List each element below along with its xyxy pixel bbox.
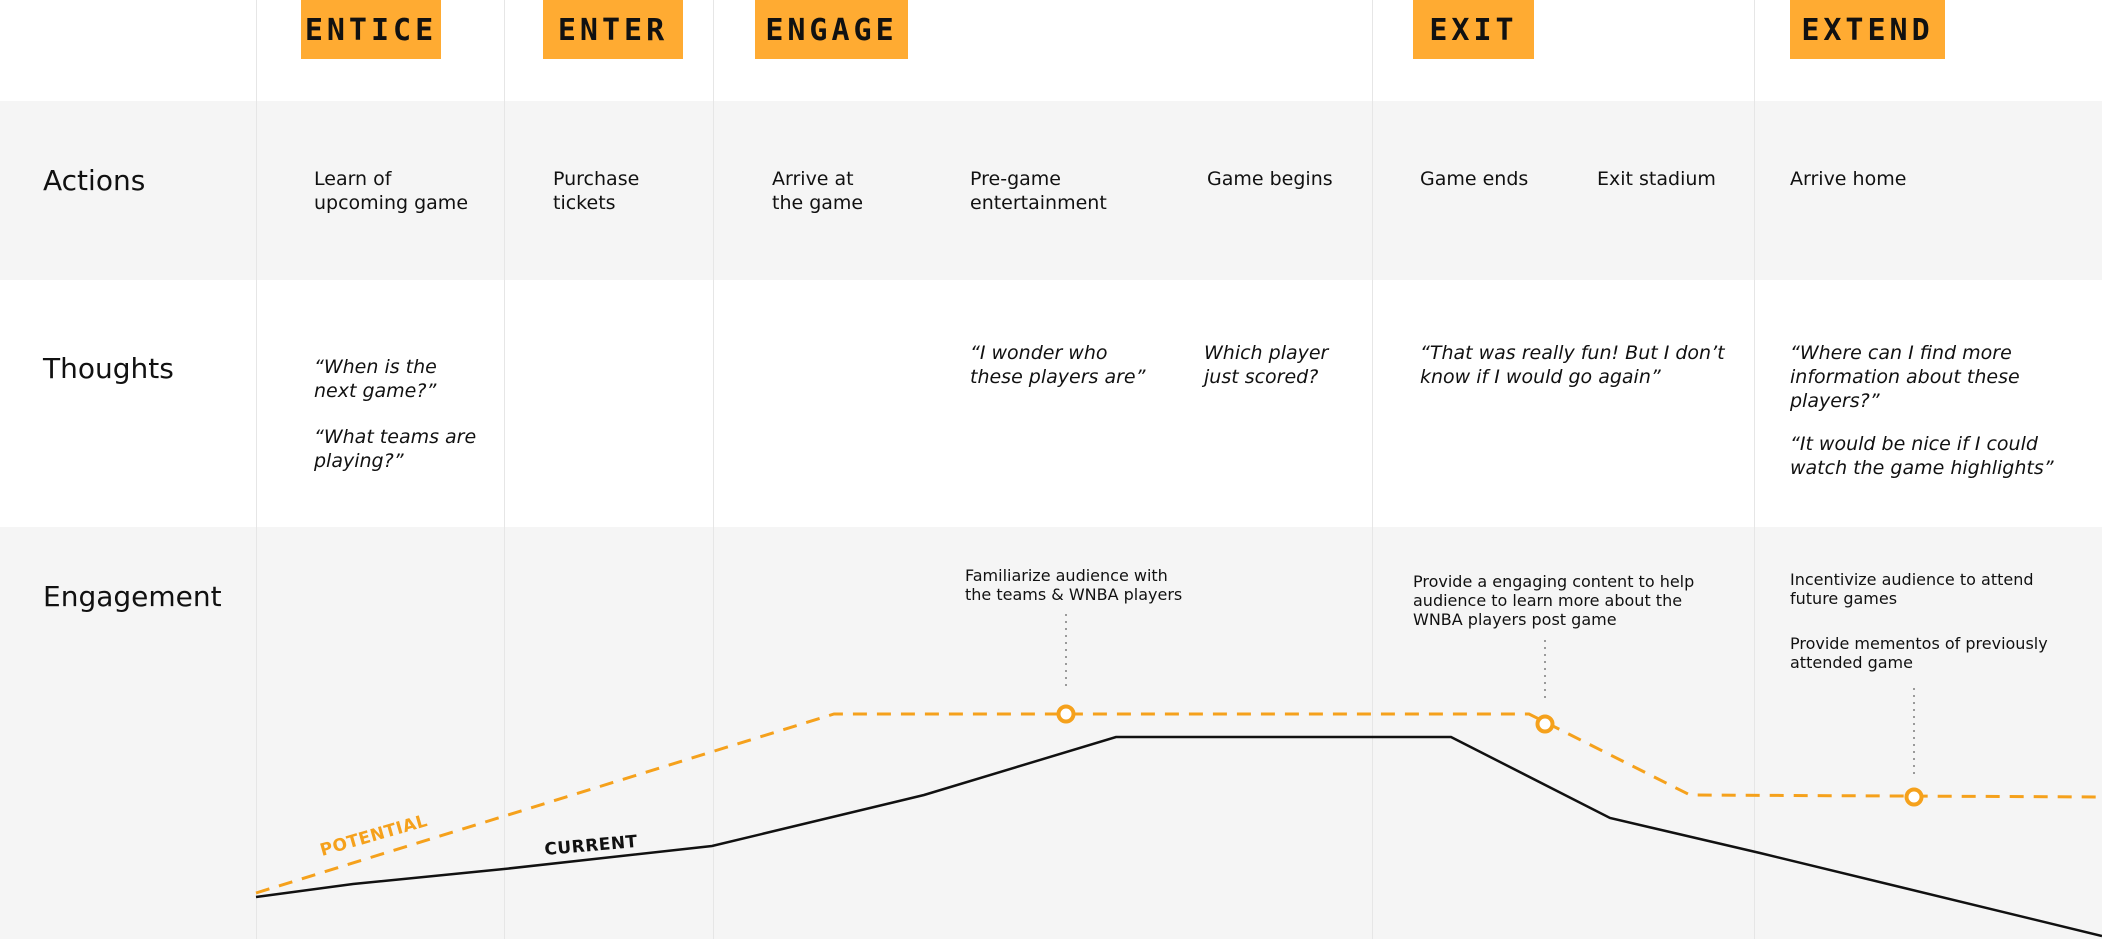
column-divider [1372,0,1373,939]
column-divider [256,0,257,939]
stage-enter: ENTER [543,0,683,59]
action-learn-of-game: Learn of upcoming game [314,168,469,214]
series-potential [255,712,2102,895]
thought-who-scored: Which player just scored? [1204,342,1329,388]
opportunity-marker [1904,787,1924,807]
action-arrive-home: Arrive home [1790,168,1907,190]
stage-entice: ENTICE [301,0,441,59]
row-label-engagement: Engagement [43,580,222,613]
row-label-thoughts: Thoughts [43,352,174,385]
opportunity-engaging-content: Provide a engaging content to help audie… [1413,572,1695,629]
action-exit-stadium: Exit stadium [1597,168,1716,190]
stage-exit: EXIT [1413,0,1534,59]
opportunity-marker [1056,704,1076,724]
thought-find-more-info: “Where can I find more information about… [1790,342,2020,412]
opportunity-mementos: Provide mementos of previously attended … [1790,634,2048,672]
opportunity-familiarize: Familiarize audience with the teams & WN… [965,566,1183,604]
thought-really-fun: “That was really fun! But I don’t know i… [1420,342,1725,388]
action-game-ends: Game ends [1420,168,1529,190]
stage-extend: EXTEND [1790,0,1945,59]
thought-next-game: “When is the next game?” [314,356,437,402]
column-divider [504,0,505,939]
actions-band [0,101,2102,280]
series-current [255,735,2102,938]
thought-who-players: “I wonder who these players are” [970,342,1146,388]
thought-watch-highlights: “It would be nice if I could watch the g… [1790,433,2054,479]
stage-engage: ENGAGE [755,0,908,59]
row-label-actions: Actions [43,164,146,197]
series-label-potential: POTENTIAL [318,811,430,861]
column-divider [1754,0,1755,939]
action-purchase-tickets: Purchase tickets [553,168,640,214]
thought-what-teams: “What teams are playing?” [314,426,477,472]
opportunity-marker [1535,714,1555,734]
opportunity-incentivize: Incentivize audience to attend future ga… [1790,570,2034,608]
action-arrive-at-game: Arrive at the game [772,168,864,214]
action-game-begins: Game begins [1207,168,1333,190]
leader-lines [1065,614,1915,774]
column-divider [713,0,714,939]
engagement-band [0,527,2102,939]
action-pre-game-entertainment: Pre-game entertainment [970,168,1107,214]
